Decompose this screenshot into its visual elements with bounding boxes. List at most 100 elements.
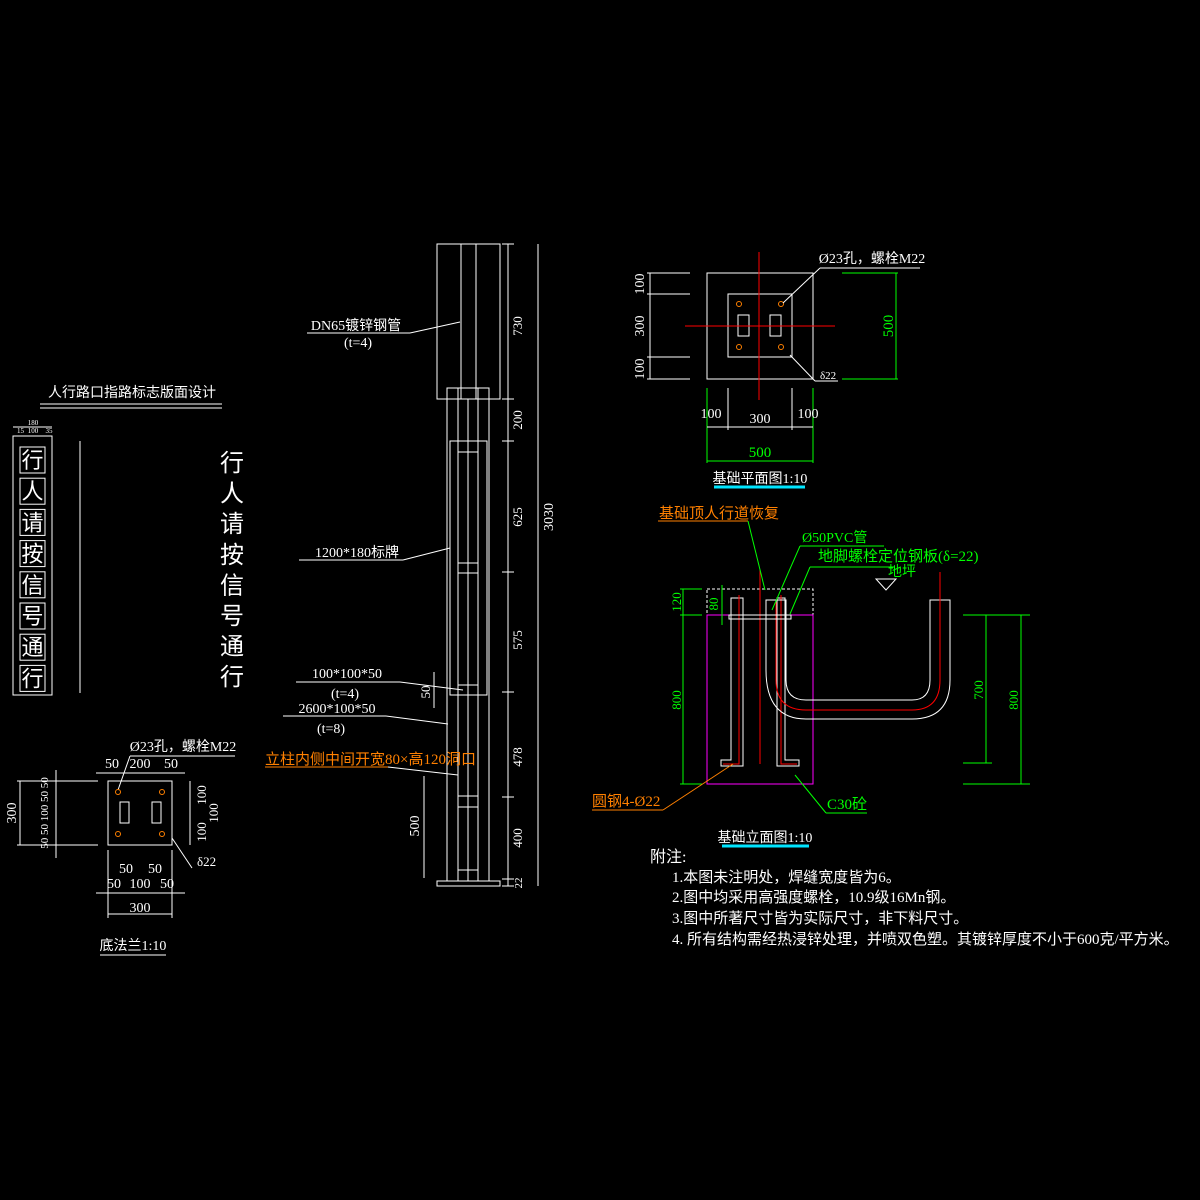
sign-char: 请 [21,510,43,535]
sign-board-label: 1200*180标牌 [315,544,399,561]
elevation-view-title: 基础立面图1:10 [718,829,813,846]
rebar-label: 圆钢4-Ø22 [592,793,660,810]
pipe-thickness: (t=4) [344,336,372,351]
dim-text: 300 [5,803,20,824]
vertical-char: 行 [220,449,244,477]
pvc-label: Ø50PVC管 [802,530,867,546]
dim-text: 50 [418,686,433,699]
leader-line [747,520,766,591]
foundation-elevation-section: 基础顶人行道恢复 Ø50PVC管 地脚螺栓定位钢板(δ=22) 地坪 120 8… [592,504,1030,848]
dim-text: 100 [633,274,648,295]
leader-line [662,763,734,811]
rebar-right [780,595,797,765]
char-box [19,477,46,505]
flange-slot [119,801,130,824]
leader-line [387,766,459,776]
tube-label: 100*100*50 [312,667,382,682]
leader-line [399,681,464,691]
dim-text: 478 [510,747,525,767]
top-sign-box [436,243,501,400]
dim-text: 500 [881,315,897,338]
pole-elevation-section: DN65镀锌钢管 (t=4) 1200*180标牌 100*100*50 (t=… [265,243,557,889]
conduit-centerline [775,572,941,711]
anchor-plate [728,614,792,620]
dim-text: 400 [510,828,525,848]
flange-slot [151,801,162,824]
dim-text: 200 [130,757,151,772]
sign-char: 按 [21,542,43,567]
dim-text: 100 [194,822,209,842]
dim-text: 100 [633,359,648,380]
plan-view-title: 基础平面图1:10 [713,470,808,487]
sign-panel-outline [12,435,53,696]
dim-text: 800 [1006,690,1021,710]
sign-char: 信 [21,573,43,598]
dim-text: 50 [107,877,121,892]
note-item: 1.本图未注明处，焊缝宽度皆为6。 [672,869,901,886]
sign-board [449,440,488,696]
dim-text: 500 [749,445,772,461]
rebar-left [723,595,740,765]
leader-line [789,566,811,615]
dim-text: 300 [130,901,151,916]
note-item: 2.图中均采用高强度螺栓，10.9级16Mn钢。 [672,889,955,906]
total-height: 3030 [542,503,557,531]
dim-text: 730 [510,316,525,336]
post-label: 2600*100*50 [299,702,376,717]
dim-text: 50 [148,862,162,877]
vertical-char: 信 [220,571,244,599]
opening-note: 立柱内侧中间开宽80×高120洞口 [265,751,476,768]
flange-view-title: 底法兰1:10 [100,938,167,954]
leader-line [409,321,461,334]
dim-text: 50 [105,757,119,772]
char-box [19,602,46,630]
dim-text: 700 [971,680,986,700]
dim-text: 575 [510,630,525,650]
dim-text: 22 [513,878,525,889]
sign-char: 人 [21,479,43,504]
vertical-char: 通 [220,633,244,661]
sign-top-dim: 180 [28,419,39,427]
char-box [19,446,46,474]
sign-char: 行 [21,666,43,691]
vertical-char: 请 [220,510,244,538]
dim-text: 50 [160,877,174,892]
dim-text: 800 [669,690,684,710]
dim-text: 500 [408,816,423,837]
leader-line [171,837,193,869]
char-box [19,571,46,599]
bolt-hole [736,301,742,307]
bolt-hole [159,831,165,837]
dim-text: 200 [510,410,525,430]
flange-plate [107,780,173,846]
vertical-char: 行 [220,663,244,691]
leader-line [782,267,821,304]
dim-text: 50 50 100 50 50 [39,777,51,849]
plate-label: 地脚螺栓定位钢板(δ=22) [818,547,979,565]
base-flange-section: Ø23孔，螺栓M22 50 200 50 300 50 50 100 50 50… [5,739,237,956]
dim-text: 100 [701,407,722,422]
sign-top-dim: 100 [28,427,39,435]
sign-char: 行 [21,448,43,473]
base-plate [436,880,501,887]
bolt-hole [736,344,742,350]
dim-text: 100 [798,407,819,422]
dim-text: 100 [194,785,209,805]
segment-ticks [502,243,514,887]
sign-layout-title: 人行路口指路标志版面设计 [48,385,216,401]
char-box [19,633,46,661]
vertical-char: 人 [220,480,244,508]
plan-hole-label: Ø23孔，螺栓M22 [819,251,926,267]
dim-text: 300 [633,316,648,337]
dim-text: 50 [164,757,178,772]
dim-text: 625 [510,507,525,527]
dim-text: 80 [706,598,721,611]
leader-line [789,354,816,382]
flange-hole-label: Ø23孔，螺栓M22 [130,739,237,755]
leader-line [794,774,827,814]
plate-thickness: δ22 [820,370,836,382]
ground-level-symbol [874,578,898,591]
